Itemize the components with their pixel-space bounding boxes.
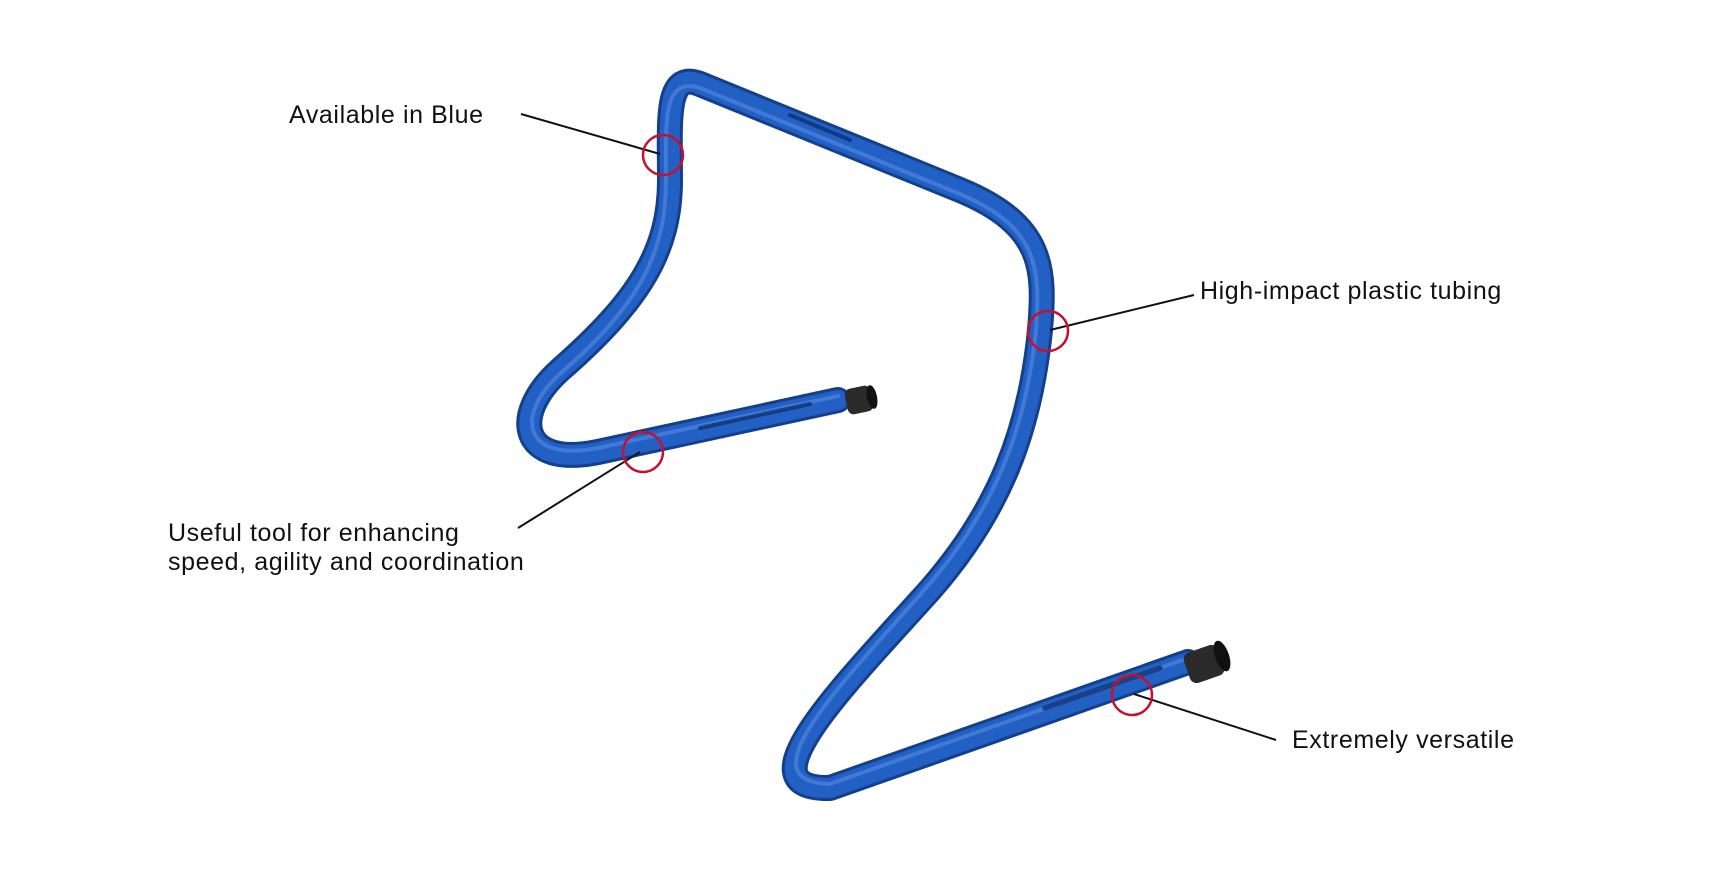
callout-text: High-impact plastic tubing bbox=[1200, 277, 1502, 305]
tube-print-mark-lower-left bbox=[698, 402, 812, 430]
leader-line-tool bbox=[517, 451, 641, 529]
hurdle-tube-highlight bbox=[530, 84, 1190, 786]
callout-text-line-1: Useful tool for enhancing bbox=[168, 519, 460, 547]
callout-plastic-tubing: High-impact plastic tubing bbox=[1200, 277, 1502, 306]
end-cap-upper bbox=[844, 385, 874, 415]
marker-ring-blue bbox=[641, 133, 685, 177]
marker-ring-versatile bbox=[1110, 673, 1154, 717]
tube-print-mark-top bbox=[788, 113, 852, 142]
callout-useful-tool: Useful tool for enhancing speed, agility… bbox=[168, 519, 524, 577]
callout-text-line-2: speed, agility and coordination bbox=[168, 548, 525, 576]
marker-ring-tool bbox=[621, 430, 665, 474]
end-cap-lower-face bbox=[1213, 640, 1231, 672]
hurdle-tube bbox=[519, 71, 1198, 799]
leader-line-plastic bbox=[1049, 294, 1195, 331]
end-cap-upper-face bbox=[866, 385, 878, 409]
end-cap-lower bbox=[1183, 644, 1225, 684]
leader-line-versatile bbox=[1133, 693, 1277, 741]
leader-line-blue bbox=[520, 113, 661, 155]
tube-print-mark-lower-right bbox=[1042, 665, 1163, 711]
marker-ring-plastic bbox=[1026, 309, 1070, 353]
callout-text: Extremely versatile bbox=[1292, 726, 1515, 754]
callout-extremely-versatile: Extremely versatile bbox=[1292, 726, 1515, 755]
callout-available-in-blue: Available in Blue bbox=[289, 101, 484, 130]
callout-text: Available in Blue bbox=[289, 101, 484, 129]
